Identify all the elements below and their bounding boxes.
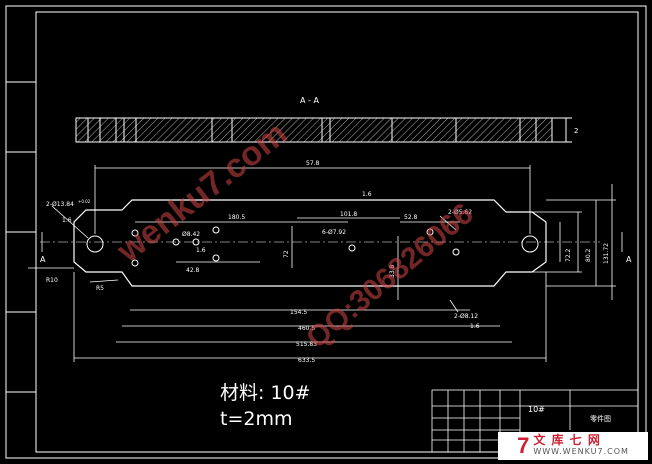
material-line: 材料: 10# — [220, 382, 311, 404]
hole — [452, 248, 460, 256]
dim-h1: 6-Ø7.92 — [322, 229, 346, 236]
logo-cn: 文 库 七 网 — [533, 433, 601, 447]
dim-52: 52.8 — [404, 214, 418, 221]
dim-b1: 154.5 — [290, 309, 307, 316]
dim-left-ra: 1.6 — [62, 217, 72, 224]
hole — [212, 254, 220, 262]
hole-right-large — [521, 235, 539, 253]
dim-ra-top: 1.6 — [362, 191, 372, 198]
dim-small-ra: 1.6 — [196, 247, 206, 254]
material-note: 材料: 10# t=2mm — [220, 380, 311, 432]
dim-b2: 460.5 — [298, 325, 315, 332]
logo-seven: 7 — [517, 433, 530, 458]
hole-left-large — [86, 235, 104, 253]
dim-v131: 131.72 — [603, 243, 610, 264]
logo: 7 文 库 七 网 WWW.WENKU7.COM — [498, 432, 648, 460]
hole — [131, 259, 139, 267]
dim-v72b: 72.2 — [565, 248, 572, 262]
dim-101: 101.8 — [340, 211, 357, 218]
dim-overall-top: 57.8 — [306, 160, 320, 167]
dim-r10: R10 — [46, 277, 58, 284]
dim-v80: 80.2 — [585, 248, 592, 262]
cut-mark-left: A — [40, 255, 46, 264]
logo-url: WWW.WENKU7.COM — [533, 447, 629, 456]
hole — [348, 244, 356, 252]
hole — [192, 238, 200, 246]
dim-v72: 72 — [283, 250, 290, 258]
hole — [172, 238, 180, 246]
title-code: 10# — [528, 405, 545, 414]
section-bar — [75, 117, 553, 143]
dim-v33: 33.8 — [389, 264, 396, 278]
part-outline — [73, 199, 547, 287]
hole — [426, 228, 434, 236]
dim-left-hole-tol: +0.02 — [78, 199, 91, 204]
dim-42: 42.8 — [186, 267, 200, 274]
hole — [212, 226, 220, 234]
dim-h2: Ø8.42 — [182, 231, 200, 238]
hole — [131, 229, 139, 237]
section-thickness: 2 — [574, 127, 578, 135]
title-name: 零件图 — [590, 414, 611, 423]
thickness-line: t=2mm — [220, 408, 293, 430]
dim-pos2: 2-Ø8.12 — [454, 313, 478, 320]
section-label: A - A — [300, 96, 319, 105]
dim-r5: R5 — [96, 285, 104, 292]
dim-b3: 515.83 — [296, 341, 317, 348]
cut-mark-right: A — [626, 255, 632, 264]
dim-180: 180.5 — [228, 214, 245, 221]
dim-pos2-ra: 1.6 — [470, 323, 480, 330]
dim-right-holes: 2-Ø5.62 — [448, 209, 472, 216]
dim-b4: 633.5 — [298, 357, 315, 364]
dim-left-hole: 2-Ø13.84 — [46, 201, 74, 208]
